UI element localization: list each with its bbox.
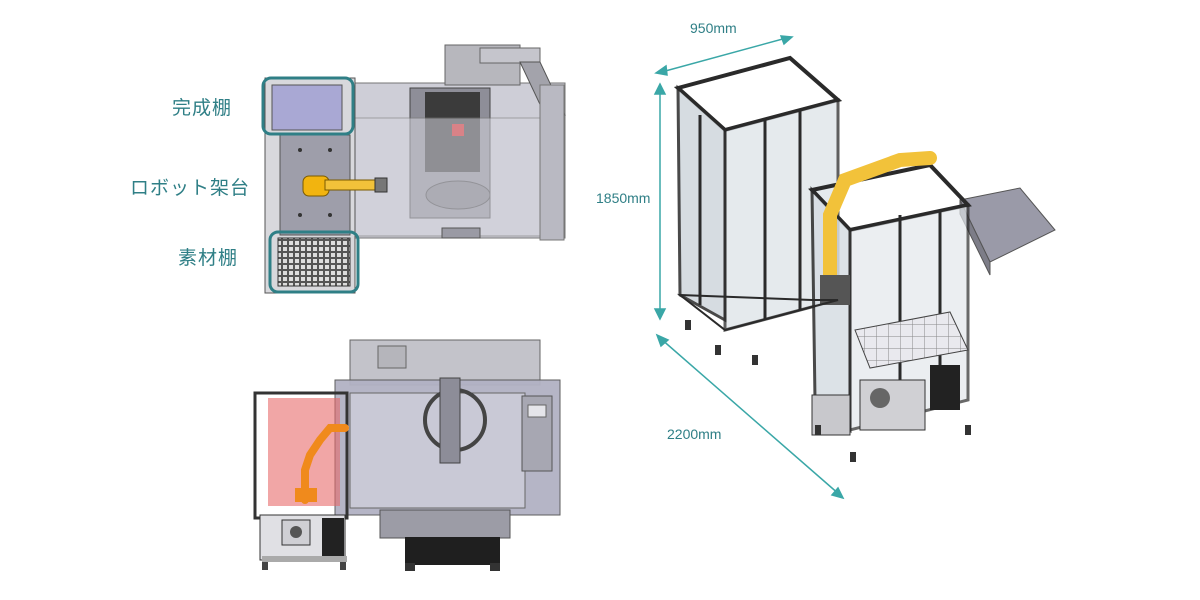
- isometric-view: [673, 55, 1056, 462]
- depth-dimension: 2200mm: [667, 426, 722, 442]
- width-dimension: 950mm: [690, 20, 737, 36]
- top-view: [261, 44, 566, 294]
- robot-stand-label: ロボット架台: [130, 178, 251, 199]
- height-dimension: 1850mm: [596, 190, 651, 206]
- material-shelf-label: 素材棚: [178, 248, 239, 269]
- dimension-lines: [653, 35, 845, 500]
- finished-shelf-label: 完成棚: [172, 98, 233, 119]
- front-view: [253, 339, 561, 571]
